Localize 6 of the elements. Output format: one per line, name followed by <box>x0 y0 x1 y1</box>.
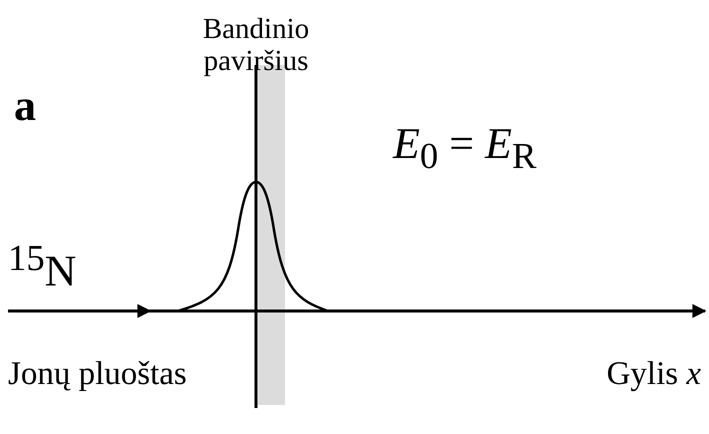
panel-letter: a <box>14 84 36 128</box>
depth-axis-label: Gylis x <box>606 358 701 391</box>
ion-label: $^{15}$N <box>8 240 76 294</box>
surface-label: Bandinio paviršius <box>202 14 310 78</box>
beam-label: Jonų pluoštas <box>8 358 187 391</box>
energy-condition: E$_{0}$ = E$_{R}$ <box>393 122 536 174</box>
